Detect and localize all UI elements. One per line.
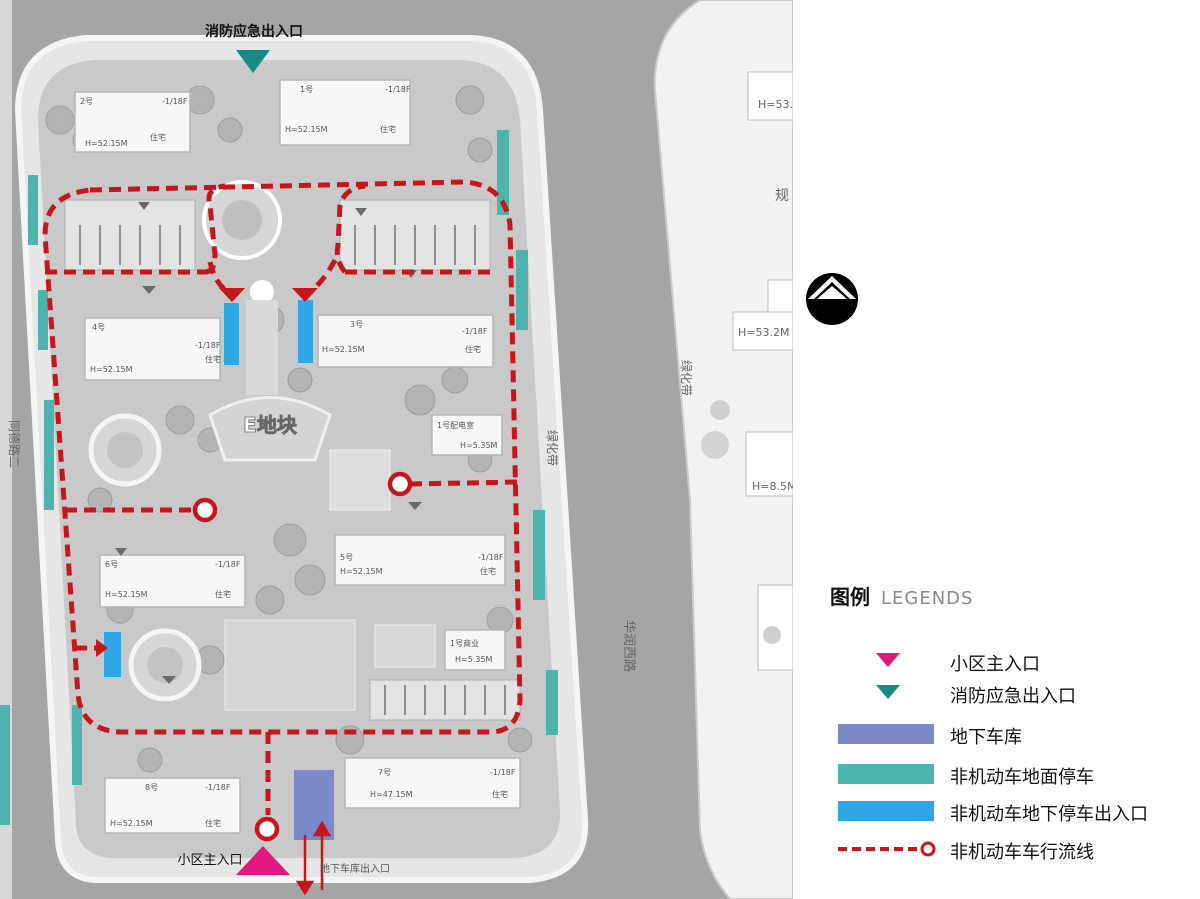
legend-item-garage: 地下车库 [836, 720, 1186, 748]
bike-underground-entrance [298, 300, 313, 363]
main-entrance-marker [236, 846, 290, 875]
building-label: H=47.15M [370, 790, 413, 799]
building-label: H=52.15M [322, 345, 365, 354]
garage-swatch-icon [838, 724, 934, 744]
building-label: H=52.15M [90, 365, 133, 374]
legend-label: 小区主入口 [950, 654, 1040, 675]
building-label: -1/18F [205, 783, 231, 792]
building-label: 4号 [92, 323, 105, 332]
fire-entrance-marker [236, 50, 270, 73]
legend-label: 非机动车地下停车出入口 [950, 804, 1148, 825]
building-7 [344, 757, 521, 809]
building-label: 住宅 [480, 566, 496, 576]
building-label: -1/18F [385, 85, 411, 94]
building-label: 住宅 [205, 818, 221, 828]
building-3 [317, 314, 494, 368]
building-5 [334, 534, 506, 586]
bike-underground-swatch-icon [838, 801, 934, 821]
height-label: H=8.5M [752, 480, 793, 493]
fire-entrance-label: 消防应急出入口 [205, 23, 303, 40]
legend-item-main-entrance: 小区主入口 [836, 647, 1186, 675]
legend-label: 消防应急出入口 [950, 686, 1076, 707]
building-label: -1/18F [462, 327, 488, 336]
site-plan-map: 2号 住宅 H=52.15M -1/18F 1号 住宅 H=52.15M -1/… [0, 0, 793, 899]
road-label: 华润西路 [621, 620, 637, 672]
building-label: H=52.15M [110, 819, 153, 828]
magenta-triangle-icon [876, 653, 900, 667]
building-1 [279, 79, 411, 146]
building-label: 7号 [378, 768, 391, 777]
building-label: H=5.35M [455, 655, 493, 664]
building-label: 1号 [300, 85, 313, 94]
teal-triangle-icon [876, 685, 900, 699]
building-label: H=52.15M [85, 139, 128, 148]
bike-underground-entrance [224, 303, 239, 365]
height-label: H=53. [758, 98, 793, 111]
garage-entrance-label: 地下车库出入口 [320, 862, 390, 875]
building-label: -1/18F [195, 341, 221, 350]
planning-label: 规 [775, 188, 789, 204]
building-4 [84, 317, 221, 381]
building-label: 住宅 [492, 789, 508, 799]
legend-label: 非机动车车行流线 [950, 842, 1094, 863]
building-2 [74, 91, 191, 153]
building-6 [99, 554, 246, 608]
north-arrow-icon [806, 273, 858, 325]
green-belt-label: 绿化带 [679, 360, 694, 396]
building-label: 3号 [350, 320, 363, 329]
dashed-route-icon [838, 841, 936, 857]
building-label: 住宅 [215, 589, 231, 599]
legend-label: 地下车库 [950, 727, 1022, 748]
legend: 图例 LEGENDS 小区主入口 消防应急出入口 地下车库 非机动车地面停车 非… [800, 575, 1195, 875]
legend-item-bike-underground: 非机动车地下停车出入口 [836, 797, 1186, 825]
legend-title-en: LEGENDS [880, 588, 974, 609]
legend-item-bike-route: 非机动车车行流线 [836, 835, 1186, 863]
building-label: 1号配电室 [437, 420, 474, 430]
building-label: 1号商业 [450, 638, 479, 648]
building-label: -1/18F [490, 768, 516, 777]
building-label: -1/18F [478, 553, 504, 562]
building-label: H=52.15M [105, 590, 148, 599]
building-8 [104, 777, 241, 834]
building-label: 住宅 [465, 344, 481, 354]
building-label: H=52.15M [285, 125, 328, 134]
legend-item-bike-ground: 非机动车地面停车 [836, 760, 1186, 788]
green-belt-label: 绿化带 [545, 430, 560, 466]
building-label: H=52.15M [340, 567, 383, 576]
legend-label: 非机动车地面停车 [950, 767, 1094, 788]
building-label: -1/18F [162, 97, 188, 106]
height-label: H=53.2M [738, 326, 789, 339]
block-label: E地块 [243, 413, 298, 437]
building-label: 2号 [80, 97, 93, 106]
building-label: 住宅 [380, 124, 396, 134]
building-power [431, 414, 503, 456]
building-label: 5号 [340, 553, 353, 562]
building-label: 8号 [145, 783, 158, 792]
legend-item-fire-entrance: 消防应急出入口 [836, 679, 1186, 707]
main-entrance-label: 小区主入口 [177, 853, 242, 868]
bike-underground-entrance [104, 632, 121, 677]
building-label: 住宅 [150, 132, 166, 142]
building-label: 6号 [105, 560, 118, 569]
building-label: 住宅 [205, 354, 221, 364]
building-shop [444, 629, 506, 671]
legend-title: 图例 LEGENDS [830, 581, 973, 610]
underground-garage [294, 770, 334, 840]
building-label: -1/18F [215, 560, 241, 569]
building-label: H=5.35M [460, 441, 498, 450]
bike-ground-swatch-icon [838, 764, 934, 784]
legend-title-cn: 图例 [830, 585, 870, 609]
road-label: 同德路二 [7, 420, 22, 468]
